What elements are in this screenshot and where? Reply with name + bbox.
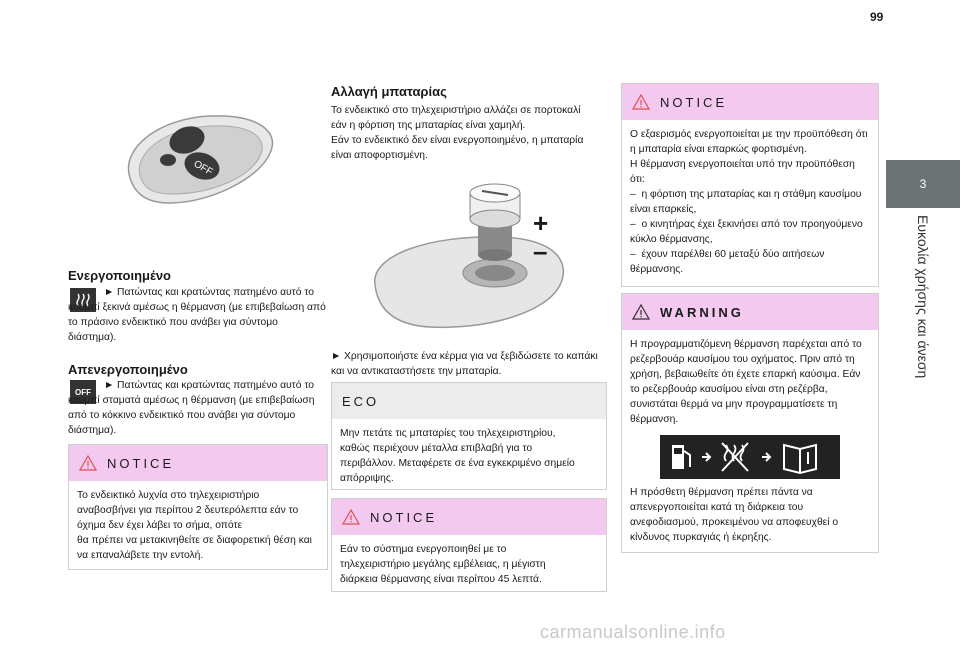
watermark: carmanualsonline.info xyxy=(540,622,726,642)
notice-line: – ο κινητήρας έχει ξεκινήσει από τον προ… xyxy=(630,219,863,230)
warning-triangle-icon xyxy=(342,509,360,525)
heading-deactivated: Απενεργοποιημένο xyxy=(68,362,188,377)
notice-line: Η θέρμανση ενεργοποιείται υπό την προϋπό… xyxy=(630,159,855,170)
warning-line: ρεζερβουάρ καυσίμου του οχήματος. Πριν α… xyxy=(630,354,855,365)
notice-line: να επαναλάβετε την εντολή. xyxy=(77,550,204,561)
heater-on-icon xyxy=(70,288,96,312)
heater-off-icon: OFF xyxy=(70,380,96,404)
eco-box: ECO Μην πετάτε τις μπαταρίες του τηλεχει… xyxy=(331,382,607,490)
text-activated: ► Πατώντας και κρατώντας πατημένο αυτό τ… xyxy=(68,287,326,343)
warning-after-line: ανεφοδιασμού, προκειμένου να αποφευχθεί … xyxy=(630,517,839,528)
minus-sign: – xyxy=(533,236,548,266)
warning-box-fuel: WARNING Η προγραμματιζόμενη θέρμανση παρ… xyxy=(621,293,879,553)
warning-line: χρήση, βεβαιωθείτε ότι έχετε επαρκή καύσ… xyxy=(630,369,861,380)
warning-title: WARNING xyxy=(660,304,744,320)
chapter-tab[interactable]: 3 xyxy=(886,160,960,208)
battery-step: ► Χρησιμοποιήστε ένα κέρμα για να ξεβιδώ… xyxy=(331,351,598,377)
battery-intro-line: Το ενδεικτικό στο τηλεχειριστήριο αλλάζε… xyxy=(331,105,581,116)
page-number: 99 xyxy=(870,10,884,24)
notice-box-conditions: NOTICE Ο εξαερισμός ενεργοποιείται με τη… xyxy=(621,83,879,287)
notice-box-heating-duration: NOTICE Εάν το σύστημα ενεργοποιηθεί με τ… xyxy=(331,498,607,592)
notice-line: διάρκεια θέρμανσης είναι περίπου 45 λεπτ… xyxy=(340,574,542,585)
notice-box-remote-signal: NOTICE Το ενδεικτικό λυχνία στο τηλεχειρ… xyxy=(68,444,328,570)
notice-line: – η φόρτιση της μπαταρίας και η στάθμη κ… xyxy=(630,189,862,200)
heading-battery-change: Αλλαγή μπαταρίας xyxy=(331,84,447,99)
chapter-label: Ευκολία χρήσης και άνεση xyxy=(915,215,931,379)
warning-line: συνιστάται θερμά να μην προγραμματίσετε … xyxy=(630,399,838,410)
refuel-heater-off-manual-pictogram xyxy=(660,435,840,479)
notice-line: Ο εξαερισμός ενεργοποιείται με την προϋπ… xyxy=(630,129,868,140)
notice-line: Το ενδεικτικό λυχνία στο τηλεχειριστήριο xyxy=(77,490,260,501)
eco-line: Μην πετάτε τις μπαταρίες του τηλεχειριστ… xyxy=(340,428,556,439)
warning-line: Η προγραμματιζόμενη θέρμανση παρέχεται α… xyxy=(630,339,862,350)
notice-line: όχημα δεν έχει λάβει το σήμα, οπότε xyxy=(77,520,243,531)
eco-line: καθώς περιέχουν μέταλλα επιβλαβή για το xyxy=(340,443,533,454)
warning-triangle-icon xyxy=(79,455,97,471)
notice-line: – έχουν παρέλθει 60 μεταξύ δύο αιτήσεων xyxy=(630,249,825,260)
notice-line: ότι: xyxy=(630,174,645,185)
plus-sign: + xyxy=(533,208,549,238)
battery-intro: Το ενδεικτικό στο τηλεχειριστήριο αλλάζε… xyxy=(331,103,611,163)
notice-title: NOTICE xyxy=(107,455,175,471)
warning-after-line: απενεργοποιείται κατά τη διάρκεια του xyxy=(630,502,804,513)
warning-after-line: Η πρόσθετη θέρμανση πρέπει πάντα να xyxy=(630,487,813,498)
heading-activated: Ενεργοποιημένο xyxy=(68,268,171,283)
notice-line: θα πρέπει να μετακινηθείτε σε διαφορετικ… xyxy=(77,535,312,546)
battery-intro-line: εάν η φόρτιση της μπαταρίας είναι χαμηλή… xyxy=(331,120,526,131)
warning-after-line: κίνδυνος πυρκαγιάς ή έκρηξης. xyxy=(630,532,772,543)
warning-line: θέρμανση. xyxy=(630,414,679,425)
notice-line: Εάν το σύστημα ενεργοποιηθεί με το xyxy=(340,544,507,555)
warning-triangle-icon xyxy=(632,304,650,320)
warning-line: το ρεζερβουάρ καυσίμου είναι στη ρεζέρβα… xyxy=(630,384,828,395)
eco-line: απόρριψης. xyxy=(340,473,394,484)
text-deactivated: ► Πατώντας και κρατώντας πατημένο αυτό τ… xyxy=(68,380,315,436)
notice-line: τηλεχειριστήριο μεγάλης εμβέλειας, η μέγ… xyxy=(340,559,546,570)
notice-line: είναι επαρκείς, xyxy=(630,204,697,215)
eco-title: ECO xyxy=(342,393,380,409)
battery-intro-line: Εάν το ενδεικτικό δεν είναι ενεργοποιημέ… xyxy=(331,135,584,146)
notice-title: NOTICE xyxy=(660,94,728,110)
notice-title: NOTICE xyxy=(370,509,438,525)
battery-intro-line: είναι αποφορτισμένη. xyxy=(331,150,428,161)
warning-triangle-icon xyxy=(632,94,650,110)
notice-line: κύκλο θέρμανσης, xyxy=(630,234,713,245)
remote-control-illustration: OFF xyxy=(127,115,274,204)
notice-line: η μπαταρία είναι επαρκώς φορτισμένη. xyxy=(630,144,807,155)
notice-line: θέρμανσης. xyxy=(630,264,684,275)
battery-replacement-illustration xyxy=(374,183,565,329)
notice-line: αναβοσβήνει για περίπου 2 δευτερόλεπτα ε… xyxy=(77,505,299,516)
eco-line: περιβάλλον. Μεταφέρετε σε ένα εγκεκριμέν… xyxy=(340,458,575,469)
